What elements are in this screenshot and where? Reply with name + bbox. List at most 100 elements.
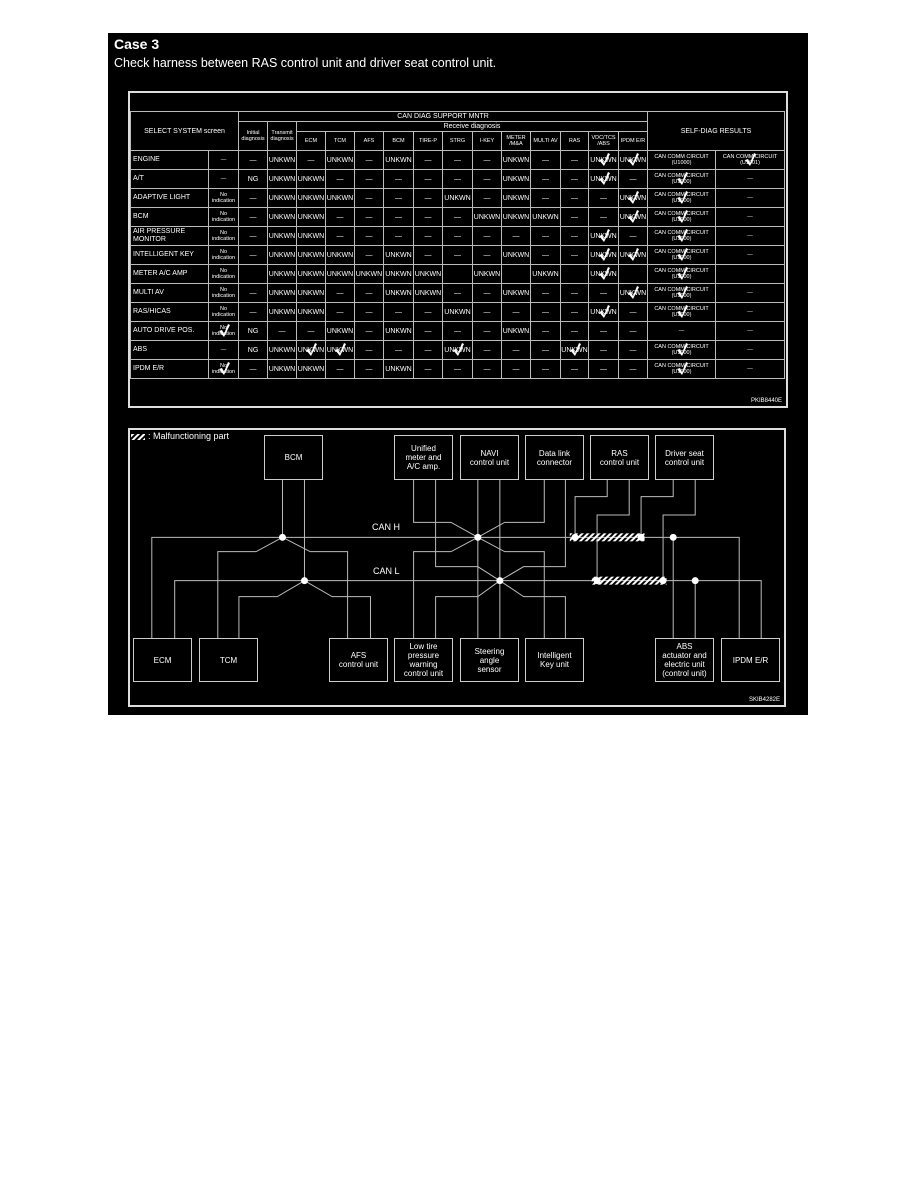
self-diag-header: SELF-DIAG RESULTS [647, 111, 786, 151]
cell-value: UNKWN [268, 232, 296, 240]
cell-value: — [395, 346, 403, 354]
cell-value: UNKWN [297, 308, 325, 316]
cell-value: — [483, 175, 491, 183]
cell-value: — [454, 289, 462, 297]
tire-pressure-box: Low tire pressure warning control unit [394, 638, 453, 682]
cell-value: — [512, 365, 520, 373]
cell-value: UNKWN [297, 289, 325, 297]
navi-box: NAVI control unit [460, 435, 519, 480]
can-wire [477, 480, 545, 538]
cell-value: — [395, 232, 403, 240]
cell-value: — [365, 289, 373, 297]
table-cell: — [472, 359, 503, 379]
cell-value: UNKWN [297, 270, 325, 278]
data-link-connector-box: Data link connector [525, 435, 584, 480]
cell-value: UNKWN [473, 213, 501, 221]
can-wire [499, 480, 566, 582]
cell-value: — [600, 365, 608, 373]
cell-value: — [365, 308, 373, 316]
table-cell: No indication [207, 188, 240, 208]
cell-value: UNKWN [444, 194, 471, 202]
cell-value: UNKWN [385, 327, 412, 335]
cell-value: UNKWN [385, 270, 412, 278]
cell-value: — [600, 289, 608, 297]
cell-value: NG [247, 175, 259, 183]
cell-value: — [571, 365, 579, 373]
cell-value: No indication [211, 192, 236, 204]
cell-value: — [365, 346, 373, 354]
cell-value: UNKWN [532, 270, 559, 278]
cell-value: — [483, 308, 491, 316]
cell-value: — [249, 213, 257, 221]
can-wire [640, 480, 674, 538]
table-cell: — [413, 359, 444, 379]
cell-value: UNKWN [385, 365, 412, 373]
cell-value: UNKWN [268, 365, 296, 373]
cell-value: UNKWN [385, 289, 412, 297]
cell-value: CAN COMM CIRCUIT (U1000) [654, 154, 709, 166]
cell-value: — [571, 232, 579, 240]
cell-value: — [600, 213, 608, 221]
can-wire [151, 536, 740, 639]
cell-value: UNKWN [326, 156, 354, 164]
select-system-header: SELECT SYSTEM screen [129, 111, 240, 151]
cell-value: — [365, 213, 373, 221]
can-wire [217, 536, 283, 639]
table-cell: UNKWN [267, 359, 298, 379]
table-cell: — [715, 340, 786, 360]
cell-value: — [395, 213, 403, 221]
table-cell: — [588, 359, 620, 379]
cell-value: — [220, 157, 227, 163]
cell-value: — [747, 195, 753, 201]
bcm-box: BCM [264, 435, 323, 480]
cell-value: UNKWN [502, 156, 530, 164]
can-wire [499, 580, 566, 639]
splice-node [593, 577, 601, 585]
cell-value: — [600, 194, 608, 202]
cell-value: — [512, 308, 520, 316]
meter-amp-box: Unified meter and A/C amp. [394, 435, 453, 480]
cell-value: — [220, 347, 227, 353]
cell-value: — [424, 327, 432, 335]
can-wire [477, 536, 545, 639]
cell-value: UNKWN [268, 194, 296, 202]
cell-value: — [542, 346, 550, 354]
cell-value: — [249, 156, 257, 164]
can-wire [238, 580, 305, 639]
cell-value: — [365, 156, 373, 164]
case-title: Case 3 [114, 36, 160, 52]
figure-code: PKIB8440E [750, 398, 782, 404]
cell-value: UNKWN [355, 270, 383, 278]
cell-value: — [249, 194, 257, 202]
cell-value: — [365, 194, 373, 202]
cell-value: — [512, 232, 520, 240]
cell-value: UNKWN [502, 327, 530, 335]
cell-value: — [483, 365, 491, 373]
cell-value: — [629, 346, 637, 354]
cell-value: UNKWN [385, 156, 412, 164]
cell-value: — [571, 251, 579, 259]
cell-value: — [483, 194, 491, 202]
figure-code: SKIB4282E [748, 697, 780, 703]
cell-value: — [336, 365, 344, 373]
cell-value: UNKWN [268, 251, 296, 259]
cell-value: — [336, 175, 344, 183]
can-wire [413, 480, 479, 538]
cell-value: — [629, 308, 637, 316]
cell-value: NG [247, 327, 259, 335]
cell-value: — [336, 213, 344, 221]
cell-value: — [747, 214, 753, 220]
cell-value: — [600, 346, 608, 354]
cell-value: — [571, 156, 579, 164]
cell-value: — [483, 232, 491, 240]
cell-value: UNKWN [297, 213, 325, 221]
cell-value: UNKWN [502, 251, 530, 259]
cell-value: — [747, 309, 753, 315]
tcm-box: TCM [199, 638, 258, 682]
cell-value: — [747, 290, 753, 296]
table-cell: UNKWN [296, 359, 327, 379]
cell-value: — [424, 232, 432, 240]
